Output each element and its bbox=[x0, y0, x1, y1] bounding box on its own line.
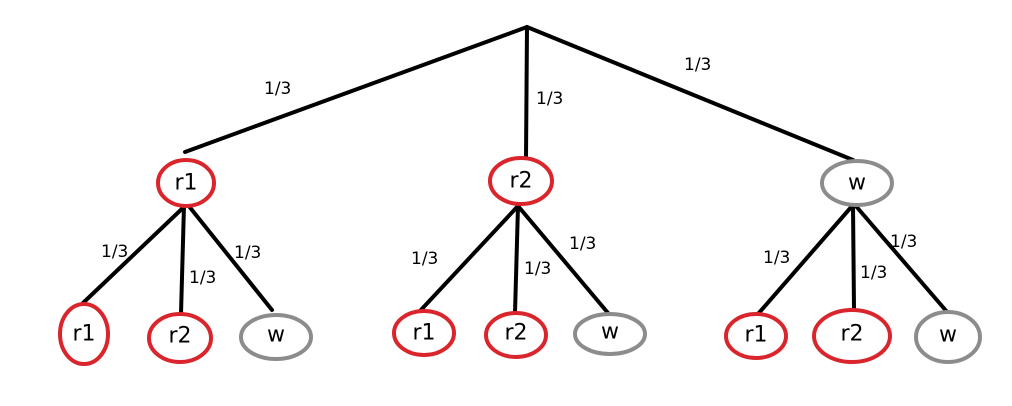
edge-label: 1/3 bbox=[860, 263, 887, 283]
edge-root-w bbox=[525, 25, 855, 162]
leaf-w: w bbox=[914, 310, 982, 364]
leaf-r2: r2 bbox=[147, 312, 213, 364]
svg-text:w: w bbox=[267, 323, 285, 348]
leaf-r2: r2 bbox=[484, 311, 548, 359]
edge-label: 1/3 bbox=[101, 242, 128, 262]
edge bbox=[516, 204, 610, 315]
svg-text:r1: r1 bbox=[744, 323, 767, 348]
svg-text:r1: r1 bbox=[412, 321, 435, 346]
edge-label: 1/3 bbox=[536, 89, 563, 109]
edge bbox=[186, 203, 274, 312]
svg-text:r1: r1 bbox=[174, 171, 197, 196]
edge-label: 1/3 bbox=[684, 55, 711, 75]
svg-text:r1: r1 bbox=[72, 322, 95, 347]
edge-label: 1/3 bbox=[524, 259, 551, 279]
edge bbox=[756, 203, 855, 316]
leaf-w: w bbox=[573, 312, 647, 356]
svg-text:w: w bbox=[848, 171, 866, 196]
svg-text:r2: r2 bbox=[509, 169, 532, 194]
edge bbox=[853, 203, 950, 315]
edge bbox=[513, 204, 520, 315]
svg-text:w: w bbox=[601, 320, 619, 345]
edge-label: 1/3 bbox=[189, 268, 216, 288]
svg-text:r2: r2 bbox=[840, 322, 863, 347]
edge-root-r2 bbox=[524, 25, 529, 160]
edge bbox=[418, 204, 520, 313]
svg-text:w: w bbox=[939, 323, 957, 348]
edge-root-r1 bbox=[183, 25, 529, 154]
edge-label: 1/3 bbox=[569, 234, 596, 254]
svg-text:r2: r2 bbox=[168, 324, 191, 349]
leaf-r1: r1 bbox=[724, 312, 788, 360]
leaf-r1: r1 bbox=[58, 302, 110, 366]
edge-label: 1/3 bbox=[264, 79, 291, 99]
edge-label: 1/3 bbox=[890, 232, 917, 252]
edge bbox=[179, 203, 186, 316]
edge bbox=[81, 203, 188, 305]
node-r1: r1 bbox=[156, 158, 216, 208]
edge-label: 1/3 bbox=[234, 243, 261, 263]
edge-label: 1/3 bbox=[763, 248, 790, 268]
edge bbox=[851, 203, 856, 311]
leaf-r2: r2 bbox=[812, 308, 892, 364]
node-w: w bbox=[820, 159, 894, 207]
svg-text:r2: r2 bbox=[504, 321, 527, 346]
leaf-w: w bbox=[239, 313, 313, 361]
node-r2: r2 bbox=[488, 156, 554, 206]
edge-label: 1/3 bbox=[411, 249, 438, 269]
leaf-r1: r1 bbox=[392, 309, 456, 357]
